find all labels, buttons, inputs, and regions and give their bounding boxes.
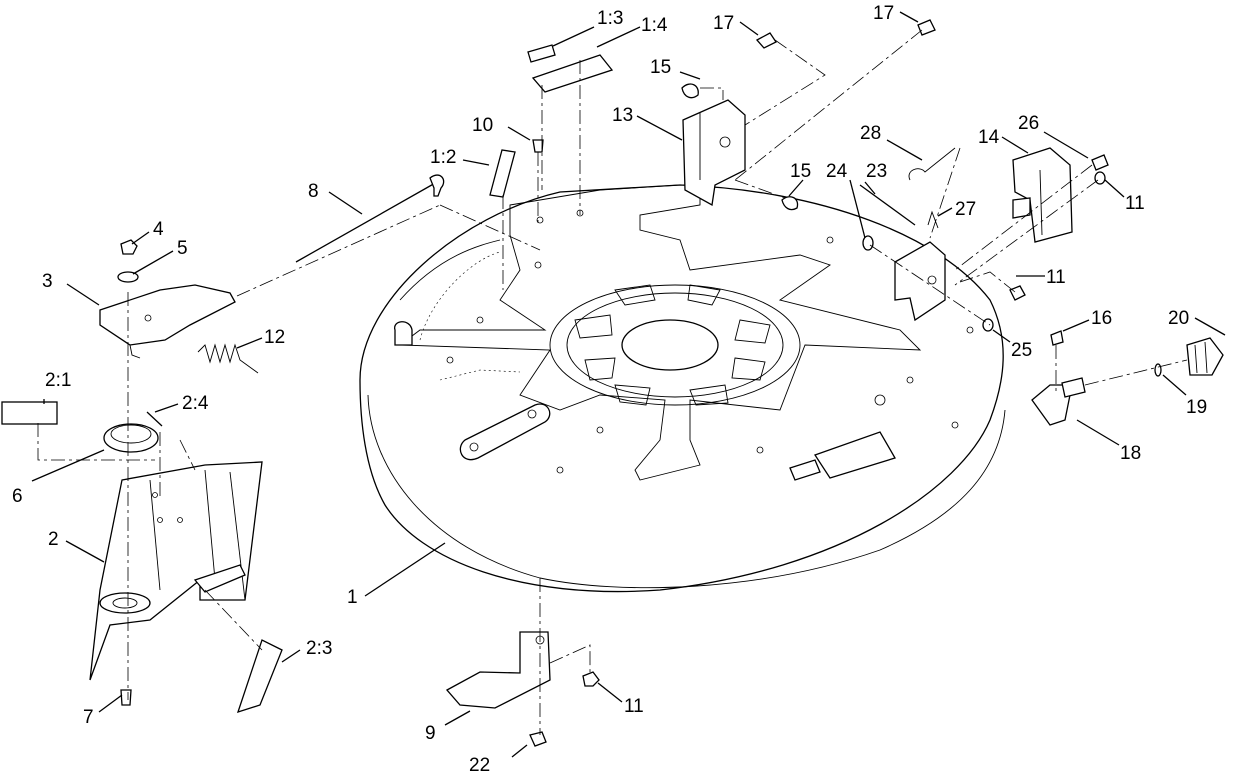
- callout-26: 26: [1018, 113, 1039, 134]
- washer-11-top: [1094, 171, 1106, 185]
- callout-13: 13: [612, 105, 633, 126]
- bolt-10: [532, 139, 544, 153]
- callout-8: 8: [308, 181, 319, 202]
- callout-2-1: 2:1: [45, 370, 71, 391]
- pivot-bracket-3: [99, 284, 236, 359]
- callout-1-4: 1:4: [641, 15, 668, 36]
- callout-4: 4: [153, 219, 164, 240]
- decal-1-2: [489, 149, 516, 198]
- pin-23: [859, 184, 916, 226]
- callout-17-left: 17: [713, 13, 734, 34]
- pin-27: [927, 210, 939, 229]
- washer-25: [982, 318, 994, 332]
- callout-23: 23: [866, 161, 887, 182]
- callout-5: 5: [177, 238, 188, 259]
- pin-15-mid: [781, 196, 799, 211]
- washer-24: [862, 235, 874, 251]
- spring-ring-6: [103, 423, 159, 453]
- callout-2-4: 2:4: [182, 393, 209, 414]
- callout-18: 18: [1120, 443, 1141, 464]
- callout-1: 1: [347, 587, 358, 608]
- nipple-18: [1061, 377, 1086, 398]
- callout-17-right: 17: [873, 3, 894, 24]
- callout-22: 22: [469, 755, 490, 776]
- bracket-14: [1012, 147, 1073, 243]
- washer-5: [117, 271, 139, 283]
- decal-1-4: [531, 54, 614, 93]
- callout-10: 10: [472, 115, 493, 136]
- cap-17-left: [755, 32, 777, 49]
- bolt-26: [1091, 154, 1109, 171]
- callout-20: 20: [1168, 308, 1189, 329]
- callout-1-3: 1:3: [597, 8, 623, 29]
- nut-22: [529, 731, 547, 747]
- clip-28: [908, 147, 956, 181]
- callout-9: 9: [425, 723, 436, 744]
- callout-leaders: [31, 11, 1226, 758]
- callout-7: 7: [83, 707, 94, 728]
- decal-1-3: [527, 44, 556, 63]
- bolt-7: [120, 689, 132, 706]
- callout-11-top: 11: [1125, 193, 1145, 214]
- callout-16: 16: [1091, 308, 1112, 329]
- nozzle-20: [1186, 337, 1224, 376]
- discharge-chute: [89, 461, 263, 681]
- callout-19: 19: [1186, 397, 1207, 418]
- decal-2-1: [1, 401, 58, 425]
- o-ring-19: [1154, 363, 1162, 377]
- pin-2-4: [146, 411, 163, 427]
- callout-12: 12: [264, 327, 285, 348]
- spring-12: [197, 343, 259, 374]
- callout-11-mid: 11: [1046, 267, 1066, 288]
- cap-17-right: [917, 19, 936, 36]
- callout-11-bottom: 11: [624, 696, 644, 717]
- callout-27: 27: [955, 199, 976, 220]
- callout-6: 6: [12, 486, 23, 507]
- callout-15-mid: 15: [790, 161, 811, 182]
- callout-28: 28: [860, 123, 881, 144]
- linkage-bracket: [894, 241, 946, 322]
- callout-25: 25: [1011, 340, 1032, 361]
- bolt-16: [1050, 330, 1064, 346]
- mower-deck: [359, 184, 1006, 593]
- nut-11-bottom: [582, 671, 600, 687]
- callout-2: 2: [48, 529, 59, 550]
- nut-11-mid: [1009, 285, 1026, 301]
- callout-2-3: 2:3: [306, 638, 332, 659]
- callout-15-top: 15: [650, 57, 671, 78]
- plate-9: [445, 631, 551, 709]
- pin-15-top: [681, 83, 699, 99]
- chute-insert-2-3: [236, 639, 283, 714]
- callout-24: 24: [826, 161, 848, 182]
- assembly-centerlines: [37, 29, 1188, 735]
- bracket-13: [682, 99, 746, 207]
- callout-3: 3: [42, 271, 53, 292]
- rod-8: [295, 174, 445, 263]
- callout-1-2: 1:2: [430, 147, 456, 168]
- callout-labels: 1 1:2 1:3 1:4 2 2:1 2:3 2:4 3 4 5 6 7 8 …: [12, 3, 1207, 776]
- callout-14: 14: [978, 127, 1000, 148]
